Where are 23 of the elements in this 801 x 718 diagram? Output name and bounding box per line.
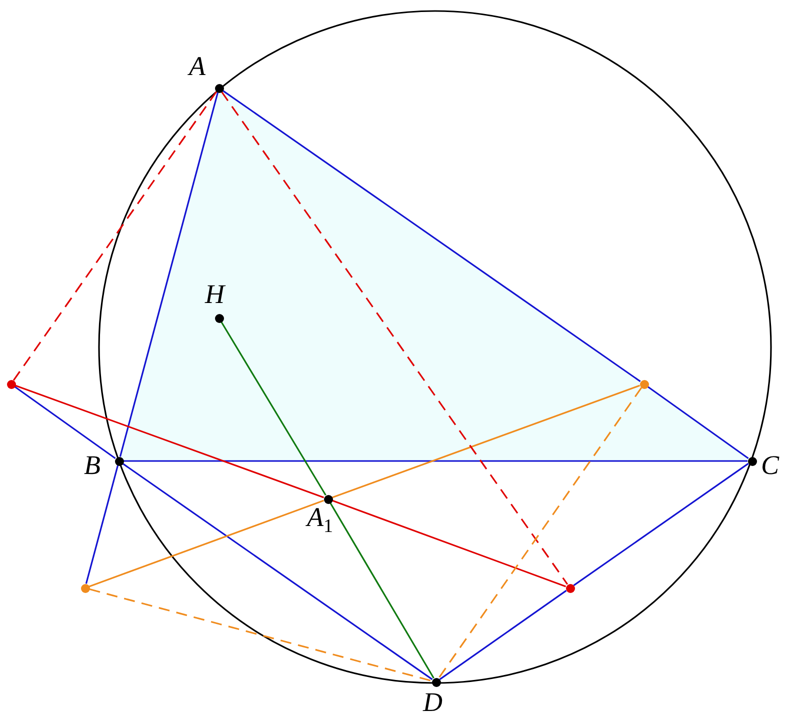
- line-segment: [647, 386, 749, 460]
- dashed-line: [89, 588, 432, 682]
- point-label: A: [189, 52, 206, 80]
- dashed-line: [220, 91, 568, 585]
- line-segment: [439, 590, 567, 680]
- line-segment: [330, 502, 434, 679]
- line-segment: [14, 384, 324, 498]
- point-label: B: [84, 451, 100, 479]
- line-segment: [332, 384, 640, 498]
- point-label: H: [205, 280, 224, 308]
- line-segment: [122, 462, 433, 680]
- line-segment: [222, 90, 641, 382]
- dashed-line: [12, 91, 218, 381]
- line-segment: [119, 92, 219, 457]
- line-segment: [14, 386, 116, 460]
- line-segment: [88, 500, 324, 588]
- line-segment: [573, 462, 749, 586]
- point-label: C: [761, 451, 780, 479]
- point-label: A$_{1}$: [307, 503, 333, 531]
- line-segment: [85, 465, 119, 584]
- dashed-line: [438, 387, 642, 679]
- line-segment: [124, 460, 748, 462]
- point-label: D: [423, 688, 442, 716]
